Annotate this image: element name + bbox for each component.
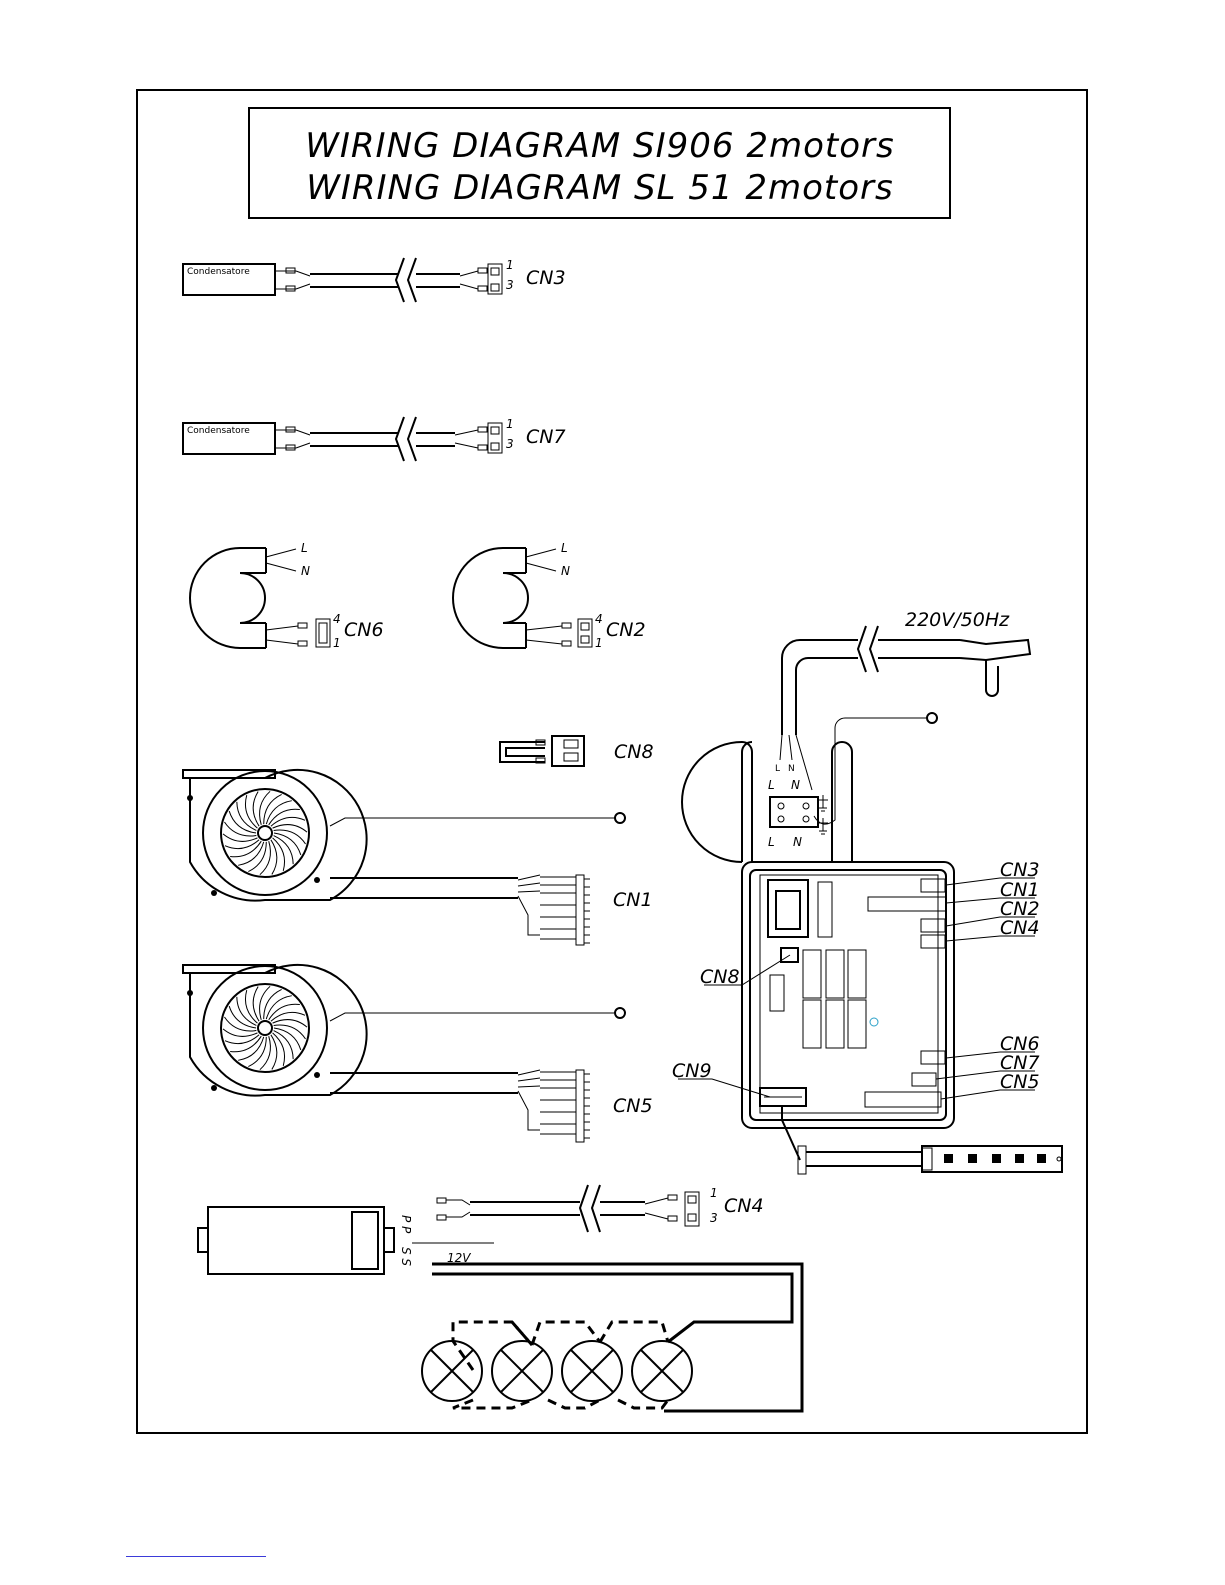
connector-block-cn5 <box>540 1070 590 1142</box>
control-board: CN3 CN1 CN2 CN4 CN8 CN9 CN6 CN7 CN5 <box>672 742 1062 1174</box>
transformer-pp: P P <box>399 1215 413 1234</box>
fan-blade <box>253 987 259 1022</box>
pin-1: 1 <box>710 1186 718 1200</box>
lamp-cross <box>431 1350 473 1392</box>
keypad-button <box>1015 1154 1024 1163</box>
capacitor-cn3: Condensatore 1 3 CN3 <box>183 258 566 302</box>
terminal-top-n: N <box>791 778 800 792</box>
keypad-button <box>944 1154 953 1163</box>
fan-blade <box>271 1035 277 1070</box>
power-cable: 220V/50Hz L N <box>775 609 1030 824</box>
keypad-button <box>992 1154 1001 1163</box>
board-label-cn5: CN5 <box>1000 1071 1040 1093</box>
lamp-cross <box>641 1350 683 1392</box>
fan-blade <box>274 1025 306 1039</box>
diagram-border <box>137 90 1087 1433</box>
connector-label-cn7: CN7 <box>526 426 566 448</box>
connector-label-cn5: CN5 <box>613 1095 653 1117</box>
ring-terminal-icon <box>615 813 625 823</box>
cable-n: N <box>788 764 795 774</box>
ground-icon <box>818 795 828 811</box>
fan-blade <box>273 838 285 871</box>
title-box: WIRING DIAGRAM SI906 2motors WIRING DIAG… <box>249 108 950 218</box>
title-line-1: WIRING DIAGRAM SI906 2motors <box>305 126 894 166</box>
fan-blade <box>224 822 256 836</box>
switch-cable-cn6: L N 4 1 CN6 <box>190 541 384 650</box>
fan-blade <box>224 1017 256 1031</box>
wire-n: N <box>301 564 310 578</box>
connector-label-cn1: CN1 <box>613 889 653 911</box>
fan-blade <box>230 841 261 857</box>
lamp-cross <box>571 1350 613 1392</box>
pin-4: 4 <box>333 612 341 626</box>
fan-blade <box>269 809 300 825</box>
lamp-cross <box>501 1350 543 1392</box>
transformer: P P S S <box>198 1207 413 1274</box>
terminal-top-l: L <box>768 778 775 792</box>
capacitor-label: Condensatore <box>187 426 250 436</box>
fan-blade <box>269 1004 300 1020</box>
fan-blade <box>260 1036 271 1070</box>
pin-4: 4 <box>595 612 603 626</box>
fan-blade <box>230 1036 261 1052</box>
wire-l: L <box>301 541 308 555</box>
connector-block-cn1 <box>540 875 590 945</box>
connector-label-cn8: CN8 <box>614 741 654 763</box>
motor-cn1: CN1 <box>183 770 653 945</box>
ring-terminal-icon <box>927 713 937 723</box>
transformer-cable-cn4: 1 3 CN4 <box>437 1185 764 1232</box>
cable-l: L <box>775 764 780 774</box>
fan-blade <box>245 795 257 828</box>
fan-blade <box>260 791 271 825</box>
footer-link-underline[interactable] <box>126 1556 266 1557</box>
wire-l: L <box>561 541 568 555</box>
pin-3: 3 <box>506 437 514 451</box>
board-label-cn9: CN9 <box>672 1060 712 1082</box>
connector-label-cn6: CN6 <box>344 619 384 641</box>
terminal-bottom-n: N <box>793 835 802 849</box>
capacitor-cn7: Condensatore 1 3 CN7 <box>183 417 566 461</box>
plug-icon <box>986 660 998 696</box>
transformer-ss: S S <box>399 1247 413 1266</box>
capacitor-label: Condensatore <box>187 267 250 277</box>
pin-1: 1 <box>506 258 514 272</box>
pin-1: 1 <box>506 417 514 431</box>
fan-blade <box>274 830 306 844</box>
pin-3: 3 <box>506 278 514 292</box>
terminal-bottom-l: L <box>768 835 775 849</box>
board-label-cn8: CN8 <box>700 966 740 988</box>
fan-blower-icon <box>221 984 309 1072</box>
ring-terminal-icon <box>615 1008 625 1018</box>
board-label-cn4: CN4 <box>1000 917 1040 939</box>
fan-blade <box>260 841 271 875</box>
motor-cn5: CN5 <box>183 965 653 1142</box>
board-label-cn3: CN3 <box>1000 859 1040 881</box>
fan-blade <box>273 1033 285 1066</box>
fan-blade <box>260 986 271 1020</box>
switch-cable-cn2: L N 4 1 CN2 <box>453 541 646 650</box>
lamp-circuit: 12V <box>412 1243 802 1411</box>
connector-label-cn4: CN4 <box>724 1195 764 1217</box>
supply-label: 220V/50Hz <box>905 609 1010 631</box>
keypad-led <box>1057 1157 1061 1161</box>
fan-blade <box>245 990 257 1023</box>
wire-n: N <box>561 564 570 578</box>
connector-label-cn3: CN3 <box>526 267 566 289</box>
title-line-2: WIRING DIAGRAM SL 51 2motors <box>306 168 894 208</box>
terminal-block: L N L N <box>768 778 828 849</box>
pin-3: 3 <box>710 1211 718 1225</box>
keypad-button <box>968 1154 977 1163</box>
fan-blade <box>253 792 259 827</box>
jumper-cn8: CN8 <box>500 736 654 766</box>
fan-blower-icon <box>221 789 309 877</box>
connector-label-cn2: CN2 <box>606 619 646 641</box>
ground-icon <box>818 818 828 834</box>
fan-blade <box>271 840 277 875</box>
keypad-button <box>1037 1154 1046 1163</box>
pin-1: 1 <box>595 636 603 650</box>
pin-1: 1 <box>333 636 341 650</box>
